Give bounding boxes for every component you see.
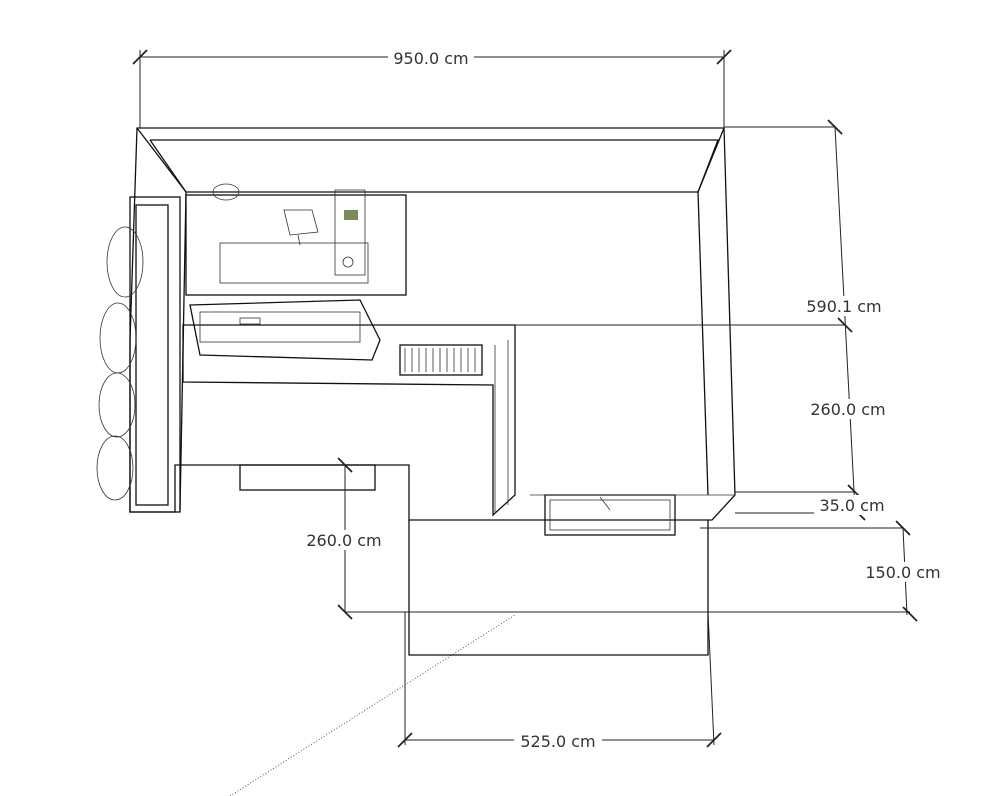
dimension-total-depth: 590.1 cm (724, 119, 888, 511)
balcony (229, 520, 709, 796)
dimension-label: 260.0 cm (306, 531, 381, 550)
furniture (189, 299, 735, 536)
dimension-right-depth: 260.0 cm (515, 317, 894, 500)
dimension-label: 950.0 cm (393, 49, 468, 68)
dimension-label: 260.0 cm (810, 400, 885, 419)
walls (129, 127, 736, 521)
dimension-total-width: 950.0 cm (132, 48, 732, 128)
door-swings (96, 226, 144, 501)
dimension-balcony-depth: 150.0 cm (345, 520, 948, 622)
dimension-label: 590.1 cm (806, 297, 881, 316)
dimension-label: 150.0 cm (865, 563, 940, 582)
dimension-label: 525.0 cm (520, 732, 595, 751)
dimension-wall-thickness: 35.0 cm (735, 495, 890, 521)
dimension-label: 35.0 cm (819, 496, 884, 515)
desk-area (185, 183, 407, 296)
dimension-balcony-width: 525.0 cm (397, 611, 722, 751)
dimension-left-depth: 260.0 cm (300, 457, 388, 620)
